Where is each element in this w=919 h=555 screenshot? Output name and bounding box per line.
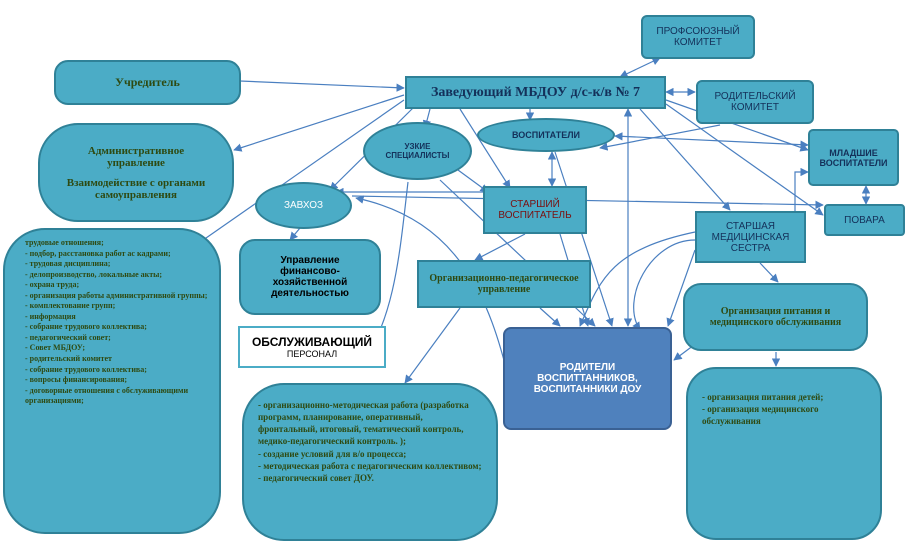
vospitateli-label: ВОСПИТАТЕЛИ <box>512 130 580 140</box>
list-item: - трудовая дисциплина; <box>25 259 111 269</box>
link-zavhoz-povara <box>351 195 824 210</box>
right-list-box: - организация питания детей; - организаци… <box>686 367 882 540</box>
link-orgped-roditeli <box>539 307 561 327</box>
admin-box: Административное управление Взаимодейств… <box>38 123 234 222</box>
link-zav-leftlist <box>195 99 405 246</box>
starshaya-sestra-box: СТАРШАЯ МЕДИЦИНСКАЯ СЕСТРА <box>695 211 806 263</box>
center-list: - организационно-методическая работа (ра… <box>258 399 482 484</box>
list-item: - вопросы финансирования; <box>25 375 128 385</box>
list-item: - договорные отношения с обслуживающими … <box>25 385 189 406</box>
zaveduyushchiy-label: Заведующий МБДОУ д/с-к/в № 7 <box>430 84 641 100</box>
povara-label: ПОВАРА <box>844 214 885 226</box>
roditelsky-label-1: РОДИТЕЛЬСКИЙ <box>714 91 796 102</box>
link-starshiy-orgped <box>474 233 526 261</box>
zavhoz-label: ЗАВХОЗ <box>283 200 324 211</box>
mladshie-label: МЛАДШИЕ ВОСПИТАТЕЛИ <box>819 147 888 168</box>
link-sestra-pitanie <box>759 262 779 283</box>
profsoyuz-label-1: ПРОФСОЮЗНЫЙ <box>656 26 740 37</box>
roditeli-label: РОДИТЕЛИ ВОСПИТТАННИКОВ, ВОСПИТАННИКИ ДО… <box>533 362 642 395</box>
list-item: - информация <box>25 311 76 321</box>
link-vosp-mladshie <box>614 132 809 149</box>
link-zav-profsoyuz <box>619 57 661 78</box>
finance-label: Управление финансово-хозяйственной деяте… <box>271 255 349 299</box>
povara-box: ПОВАРА <box>824 204 905 236</box>
link-zav-starshiy <box>459 108 511 189</box>
admin-title: Административное управление <box>87 144 185 169</box>
org-pitanie-label: Организация питания и медицинского обслу… <box>709 306 842 328</box>
list-item: - собрание трудового коллектива; <box>25 364 147 374</box>
vospitateli-box: ВОСПИТАТЕЛИ <box>477 118 615 152</box>
list-item: - делопроизводство, локальные акты; <box>25 269 163 279</box>
finance-box: Управление финансово-хозяйственной деяте… <box>239 239 381 315</box>
org-pitanie-box: Организация питания и медицинского обслу… <box>683 283 868 351</box>
list-item: - организация работы административной гр… <box>25 290 208 300</box>
list-item: - охрана труда; <box>25 280 80 290</box>
link-sestra-roditeli <box>666 249 696 327</box>
list-item: - организация медицинского обслуживания <box>702 404 819 427</box>
link-sestra-mladshie <box>794 167 809 212</box>
obsluzh-title: ОБСЛУЖИВАЮЩИЙ <box>251 335 373 349</box>
org-ped-box: Организационно-педагогическое управление <box>417 260 591 308</box>
roditelsky-box: РОДИТЕЛЬСКИЙ КОМИТЕТ <box>696 80 814 124</box>
list-item: - создание условий для в/о процесса; <box>258 448 407 459</box>
link-zav-sestra <box>639 108 731 211</box>
list-item: - методическая работа с педагогическим к… <box>258 460 482 471</box>
list-item: - педагогический совет; <box>25 332 111 342</box>
link-sestra-curve2 <box>632 239 696 331</box>
profsoyuz-box: ПРОФСОЮЗНЫЙ КОМИТЕТ <box>641 15 755 59</box>
link-roditelsky-roditeli <box>599 124 721 151</box>
link-zav-admin <box>233 94 405 152</box>
left-list: трудовые отношения;- подбор, расстановка… <box>25 238 209 407</box>
link-vosp-roditeli <box>554 151 614 327</box>
zaveduyushchiy-box: Заведующий МБДОУ д/с-к/в № 7 <box>405 76 666 109</box>
uchreditel-box: Учредитель <box>54 60 241 105</box>
list-item: - собрание трудового коллектива; <box>25 322 147 332</box>
link-zavhoz-finance <box>289 227 301 241</box>
list-item: - комплектование групп; <box>25 301 116 311</box>
obsluzh-box: ОБСЛУЖИВАЮЩИЙ ПЕРСОНАЛ <box>238 326 386 368</box>
starshiy-vospitatel-box: СТАРШИЙ ВОСПИТАТЕЛЬ <box>483 186 587 234</box>
zavhoz-box: ЗАВХОЗ <box>255 182 352 229</box>
list-item: - родительский комитет <box>25 354 112 364</box>
admin-sub: Взаимодействие с органами самоуправления <box>66 176 206 201</box>
obsluzh-sub: ПЕРСОНАЛ <box>286 349 338 359</box>
link-sestra-curve <box>579 231 696 327</box>
list-item: - организационно-методическая работа (ра… <box>258 400 469 447</box>
center-list-box: - организационно-методическая работа (ра… <box>242 383 498 541</box>
org-ped-label: Организационно-педагогическое управление <box>429 273 579 295</box>
uzkie-label: УЗКИЕ СПЕЦИАЛИСТЫ <box>385 142 450 160</box>
link-zav-povara <box>665 103 824 216</box>
list-item: - организация питания детей; <box>702 392 824 402</box>
list-item: - подбор, расстановка работ ас кадрами; <box>25 248 171 258</box>
roditelsky-label-2: КОМИТЕТ <box>731 102 779 113</box>
list-item: трудовые отношения; <box>25 238 104 247</box>
mladshie-box: МЛАДШИЕ ВОСПИТАТЕЛИ <box>808 129 899 186</box>
list-item: - педагогический совет ДОУ. <box>258 472 374 483</box>
list-item: - Совет МБДОУ; <box>25 343 86 353</box>
roditeli-box: РОДИТЕЛИ ВОСПИТТАННИКОВ, ВОСПИТАННИКИ ДО… <box>503 327 672 430</box>
uzkie-box: УЗКИЕ СПЕЦИАЛИСТЫ <box>363 122 472 180</box>
starshiy-vospitatel-label: СТАРШИЙ ВОСПИТАТЕЛЬ <box>498 199 572 221</box>
starshaya-sestra-label: СТАРШАЯ МЕДИЦИНСКАЯ СЕСТРА <box>711 220 790 254</box>
uchreditel-label: Учредитель <box>115 75 180 89</box>
profsoyuz-label-2: КОМИТЕТ <box>674 37 722 48</box>
link-uchreditel-zaveduyushchiy <box>239 80 405 92</box>
right-list: - организация питания детей; - организаци… <box>702 391 868 427</box>
left-list-box: трудовые отношения;- подбор, расстановка… <box>3 228 221 534</box>
link-orgped-centerlist <box>404 307 461 384</box>
